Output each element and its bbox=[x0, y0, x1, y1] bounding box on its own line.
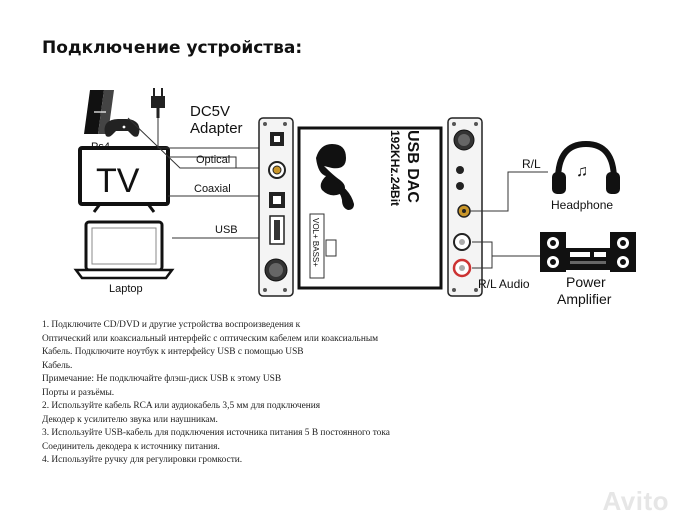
instruction-line: 4. Используйте ручку для регулировки гро… bbox=[42, 455, 243, 465]
input-cables bbox=[127, 117, 268, 239]
amplifier-icon bbox=[566, 248, 610, 270]
instruction-line: Кабель. Подключите ноутбук к интерфейсу … bbox=[42, 347, 304, 357]
instructions-text: 1. Подключите CD/DVD и другие устройства… bbox=[42, 319, 482, 468]
ps4-icon bbox=[84, 90, 114, 134]
page-title: Подключение устройства: bbox=[42, 38, 303, 58]
instruction-line: Порты и разъёмы. bbox=[42, 387, 115, 398]
laptop-label: Laptop bbox=[109, 283, 143, 295]
device-title: USB DAC bbox=[404, 130, 421, 203]
gamepad-icon bbox=[104, 119, 140, 137]
speakers-icon bbox=[540, 232, 636, 272]
tv-label: TV bbox=[96, 162, 140, 200]
instruction-line: 1. Подключите CD/DVD и другие устройства… bbox=[42, 320, 301, 330]
dac-device-body bbox=[297, 126, 443, 290]
rl-label: R/L bbox=[522, 157, 541, 171]
dc5v-label: DC5V bbox=[190, 103, 230, 120]
instruction-line: Примечание: Не подключайте флэш-диск USB… bbox=[42, 374, 282, 384]
music-note-icon: ♫ bbox=[576, 163, 588, 180]
tv-icon bbox=[78, 146, 170, 213]
instruction-line: Кабель. bbox=[42, 360, 73, 371]
instruction-line: Декодер к усилителю звука или наушникам. bbox=[42, 414, 218, 425]
instruction-line: 3. Используйте USB-кабель для подключени… bbox=[42, 428, 390, 438]
avito-watermark: Avito bbox=[602, 486, 669, 516]
headphone-icon: ♫ bbox=[552, 140, 620, 194]
instruction-line: 2. Используйте кабель RCA или аудиокабел… bbox=[42, 401, 321, 411]
coaxial-label: Coaxial bbox=[194, 183, 231, 195]
device-vol-bass: VOL+ BASS+ bbox=[311, 218, 320, 267]
dac-left-panel bbox=[258, 117, 294, 297]
connection-diagram: Ps4 DC5V Adapter TV Laptop Optical Coaxi… bbox=[73, 88, 636, 307]
amplifier-label: Amplifier bbox=[557, 291, 612, 307]
rl-audio-label: R/L Audio bbox=[478, 277, 530, 291]
output-cables bbox=[470, 171, 548, 269]
headphone-label: Headphone bbox=[551, 198, 613, 212]
device-spec: 192KHz.24Bit bbox=[388, 130, 402, 206]
laptop-icon bbox=[73, 220, 175, 280]
optical-label: Optical bbox=[196, 154, 230, 166]
dac-right-panel bbox=[447, 117, 483, 297]
power-label: Power bbox=[566, 274, 606, 290]
instruction-line: Оптический или коаксиальный интерфейс с … bbox=[42, 333, 379, 344]
usb-label: USB bbox=[215, 224, 238, 236]
power-plug-icon bbox=[151, 88, 165, 118]
adapter-label: Adapter bbox=[190, 120, 243, 137]
instruction-line: Соединитель декодера к источнику питания… bbox=[42, 441, 220, 452]
